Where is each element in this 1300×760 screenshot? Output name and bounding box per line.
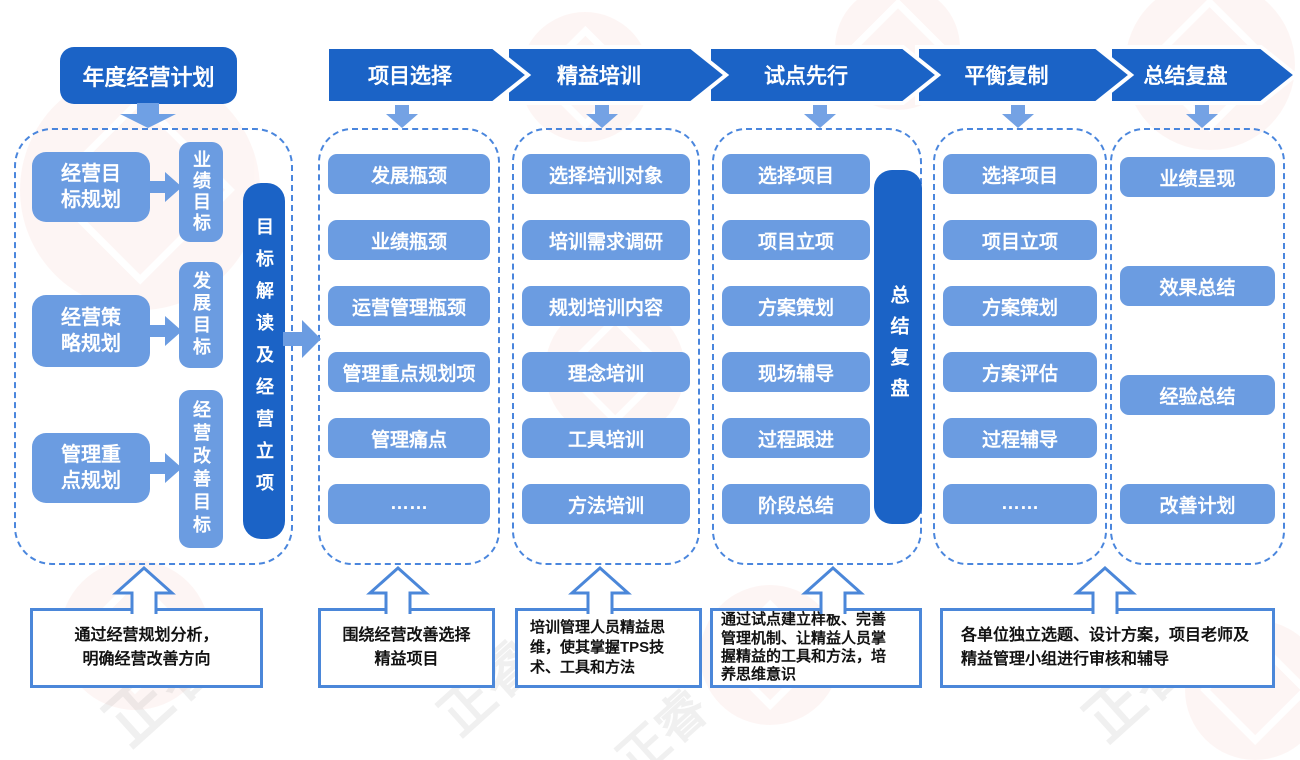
process-step: 管理重点规划项 [328, 352, 490, 392]
process-step: 现场辅导 [722, 352, 870, 392]
process-step: 运营管理瓶颈 [328, 286, 490, 326]
planning-target-box: 业绩目标 [179, 142, 223, 242]
stage-chevron-summary-review: 总结复盘 [1108, 45, 1300, 105]
process-step: 项目立项 [943, 220, 1097, 260]
arrow-up-outline-icon [366, 566, 430, 614]
process-step: 阶段总结 [722, 484, 870, 524]
arrow-down-icon [804, 103, 836, 128]
process-step: 改善计划 [1120, 484, 1275, 524]
planning-container: 经营目 标规划 经营策 略规划 管理重 点规划 业绩目标 发展目标 经营改善目标… [14, 128, 293, 565]
process-step: 方案评估 [943, 352, 1097, 392]
planning-source-box: 管理重 点规划 [32, 433, 150, 503]
process-step: …… [328, 484, 490, 524]
process-step: 业绩瓶颈 [328, 220, 490, 260]
note-lean-training: 培训管理人员精益思 维，使其掌握TPS技 术、工具和方法 [515, 608, 702, 688]
process-step: 经验总结 [1120, 375, 1275, 415]
arrow-right-icon [148, 316, 182, 346]
arrow-up-outline-icon [568, 566, 632, 614]
lean-training-container: 选择培训对象 培训需求调研 规划培训内容 理念培训 工具培训 方法培训 [512, 128, 700, 565]
process-step: 选择项目 [722, 154, 870, 194]
summary-review-bar: 总结复盘 [874, 170, 922, 524]
note-pilot-first: 通过试点建立样板、完善 管理机制、让精益人员掌 握精益的工具和方法，培 养思维意… [710, 608, 922, 688]
process-step: 选择项目 [943, 154, 1097, 194]
stage-chevron-balanced-replication: 平衡复制 [915, 45, 1135, 105]
process-step: 业绩呈现 [1120, 157, 1275, 197]
process-step: 理念培训 [522, 352, 690, 392]
process-step: 项目立项 [722, 220, 870, 260]
stage-chevron-project-selection: 项目选择 [325, 45, 532, 105]
process-step: 培训需求调研 [522, 220, 690, 260]
summary-review-container: 业绩呈现 效果总结 经验总结 改善计划 [1110, 128, 1285, 565]
note-planning-analysis: 通过经营规划分析， 明确经营改善方向 [30, 608, 263, 688]
process-step: 规划培训内容 [522, 286, 690, 326]
balanced-replication-container: 选择项目 项目立项 方案策划 方案评估 过程辅导 …… [933, 128, 1107, 565]
process-step: 过程跟进 [722, 418, 870, 458]
arrow-down-icon [120, 103, 176, 128]
stage-label: 平衡复制 [964, 65, 1049, 88]
pilot-first-container: 选择项目 项目立项 方案策划 现场辅导 过程跟进 阶段总结 总结复盘 [712, 128, 922, 565]
process-step: 发展瓶颈 [328, 154, 490, 194]
arrow-down-icon [386, 103, 418, 128]
process-step: 选择培训对象 [522, 154, 690, 194]
arrow-down-icon [586, 103, 618, 128]
project-selection-container: 发展瓶颈 业绩瓶颈 运营管理瓶颈 管理重点规划项 管理痛点 …… [318, 128, 500, 565]
stage-label: 总结复盘 [1143, 65, 1228, 88]
planning-source-box: 经营目 标规划 [32, 152, 150, 222]
process-step: 工具培训 [522, 418, 690, 458]
stage-chevron-pilot-first: 试点先行 [707, 45, 942, 105]
note-project-selection: 围绕经营改善选择 精益项目 [318, 608, 495, 688]
pilot-steps: 选择项目 项目立项 方案策划 现场辅导 过程跟进 阶段总结 [720, 130, 872, 524]
arrow-right-icon [148, 172, 182, 202]
process-step: 方法培训 [522, 484, 690, 524]
arrow-right-icon [283, 320, 321, 358]
arrow-down-icon [1002, 103, 1034, 128]
planning-target-box: 发展目标 [179, 262, 223, 368]
process-step: 过程辅导 [943, 418, 1097, 458]
arrow-up-outline-icon [112, 566, 176, 614]
arrow-up-outline-icon [801, 566, 865, 614]
annual-plan-title: 年度经营计划 [60, 47, 237, 104]
process-step: …… [943, 484, 1097, 524]
note-replication: 各单位独立选题、设计方案，项目老师及 精益管理小组进行审核和辅导 [940, 608, 1275, 688]
planning-target-box: 经营改善目标 [179, 390, 223, 548]
arrow-down-icon [1186, 103, 1218, 128]
process-step: 方案策划 [722, 286, 870, 326]
stage-label: 试点先行 [764, 65, 848, 88]
goal-interpretation-bar: 目标解读及经营立项 [243, 183, 285, 539]
process-step: 方案策划 [943, 286, 1097, 326]
process-step: 管理痛点 [328, 418, 490, 458]
arrow-up-outline-icon [1073, 566, 1137, 614]
stage-label: 精益培训 [557, 65, 641, 88]
planning-source-box: 经营策 略规划 [32, 295, 150, 367]
stage-chevron-lean-training: 精益培训 [505, 45, 730, 105]
process-step: 效果总结 [1120, 266, 1275, 306]
stage-label: 项目选择 [368, 65, 452, 88]
arrow-right-icon [148, 453, 182, 483]
